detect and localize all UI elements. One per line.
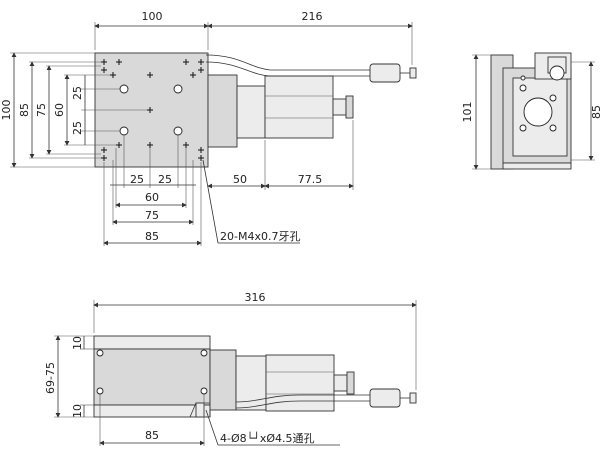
dim-side-85: 85 (145, 429, 159, 442)
dim-end-101: 101 (461, 102, 474, 123)
dim-left-85: 85 (18, 103, 31, 117)
dim-motor-775: 77.5 (298, 173, 323, 186)
end-bore (523, 97, 553, 127)
end-connector (549, 65, 565, 81)
dim-end-85: 85 (590, 105, 603, 119)
dim-bot-75: 75 (145, 209, 159, 222)
motor-housing (207, 74, 238, 148)
dim-top-overall: 216 (302, 10, 323, 23)
dim-motor-50: 50 (233, 173, 247, 186)
dim-top-width: 100 (142, 10, 163, 23)
side-motor-housing (209, 349, 237, 411)
top-view: 100 216 100 85 75 60 25 25 25 25 (0, 10, 417, 246)
dim-side-316: 316 (245, 291, 266, 304)
dim-side-10a: 10 (71, 336, 84, 350)
motor-coupler (236, 85, 266, 139)
motor-cable (205, 54, 370, 71)
dim-left-75: 75 (35, 103, 48, 117)
tapped-holes (101, 59, 204, 161)
dim-side-6975: 69-75 (44, 362, 57, 394)
dim-bot-60: 60 (145, 191, 159, 204)
side-connector (369, 388, 401, 408)
mounting-holes (119, 84, 183, 136)
motor-knob-cap (345, 95, 354, 119)
dim-side-10b: 10 (71, 404, 84, 418)
dim-left-25a: 25 (71, 86, 84, 100)
dim-bot-25a: 25 (130, 173, 144, 186)
dim-left-outer: 100 (0, 100, 13, 121)
dim-left-25b: 25 (71, 121, 84, 135)
side-top-plate (93, 335, 211, 350)
note-tapped-holes: 20-M4x0.7牙孔 (220, 230, 300, 243)
note-through-holes: 4-Ø8└┘xØ4.5通孔 (220, 431, 315, 445)
motor-body (264, 75, 334, 139)
dim-left-60: 60 (53, 103, 66, 117)
dim-bot-25b: 25 (158, 173, 172, 186)
end-view: 101 85 (461, 52, 603, 170)
dim-bot-85: 85 (145, 230, 159, 243)
cable-connector (369, 63, 401, 83)
motor-knob (332, 98, 347, 116)
side-body (93, 348, 211, 406)
side-view: 316 69-75 10 10 85 4-Ø8└┘xØ4.5通孔 (44, 291, 417, 446)
